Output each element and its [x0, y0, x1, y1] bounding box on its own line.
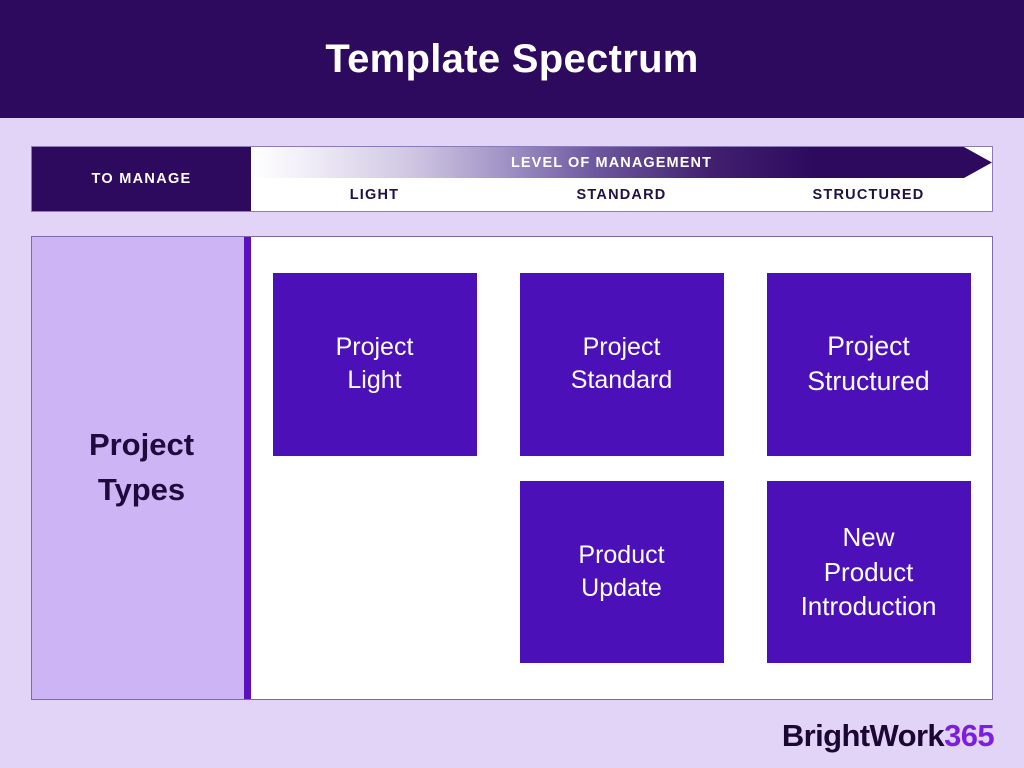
logo-suffix-text: 365: [944, 718, 995, 753]
tile-new-product-introduction[interactable]: New Product Introduction: [766, 480, 971, 663]
level-label-standard: STANDARD: [576, 186, 667, 203]
brightwork365-logo: BrightWork365: [781, 718, 995, 754]
grid-cell: Project Light: [251, 273, 498, 456]
project-types-label-line2: Types: [97, 472, 186, 507]
grid-cell: Project Structured: [745, 273, 992, 456]
tile-label-line1: Project: [582, 333, 661, 362]
matrix-panel: Project Types Project Light Project: [31, 236, 993, 700]
tile-label-line3: Introduction: [800, 590, 937, 621]
level-label-structured: STRUCTURED: [812, 186, 925, 203]
project-types-label-line1: Project: [88, 427, 195, 463]
tile-label-line1: Project: [827, 331, 910, 362]
tile-project-standard[interactable]: Project Standard: [519, 273, 724, 456]
level-label-light: LIGHT: [349, 186, 400, 203]
tile-label-line2: Product: [823, 556, 914, 587]
tile-label-line2: Structured: [807, 366, 930, 397]
project-types-sidebar: Project Types: [32, 237, 251, 699]
tile-label-line1: Product: [578, 540, 665, 569]
tile-project-light[interactable]: Project Light: [272, 273, 477, 456]
level-label-row: LIGHT STANDARD STRUCTURED: [251, 178, 992, 211]
grid-cell: New Product Introduction: [745, 480, 992, 663]
tile-project-structured[interactable]: Project Structured: [766, 273, 971, 456]
level-of-management-label: LEVEL OF MANAGEMENT: [510, 154, 713, 171]
tile-grid: Project Light Project Standard Project: [251, 273, 992, 663]
header-band: Template Spectrum: [0, 0, 1024, 118]
tile-label-line2: Light: [347, 366, 402, 395]
grid-cell: Project Standard: [498, 273, 745, 456]
grid-cell: Product Update: [498, 480, 745, 663]
spectrum-row: TO MANAGE LEVEL OF MANAGEMENT LIGHT STAN…: [31, 146, 993, 212]
tile-label-line2: Update: [581, 573, 662, 602]
tile-label-line1: New: [842, 522, 895, 553]
tile-product-update[interactable]: Product Update: [519, 480, 724, 663]
tile-label-line1: Project: [335, 333, 414, 362]
gradient-arrow-icon: LEVEL OF MANAGEMENT: [251, 147, 992, 178]
to-manage-block: TO MANAGE: [32, 147, 251, 211]
logo-brand-text: BrightWork: [781, 718, 945, 753]
spectrum-axis: LEVEL OF MANAGEMENT LIGHT STANDARD STRUC…: [251, 147, 992, 211]
project-types-label: Project Types: [89, 423, 194, 513]
tile-grid-area: Project Light Project Standard Project: [251, 237, 992, 699]
sidebar-divider: [244, 237, 251, 699]
page-title: Template Spectrum: [325, 36, 699, 81]
tile-label-line2: Standard: [570, 366, 673, 395]
to-manage-label: TO MANAGE: [91, 171, 192, 187]
grid-cell-empty: [251, 481, 498, 664]
